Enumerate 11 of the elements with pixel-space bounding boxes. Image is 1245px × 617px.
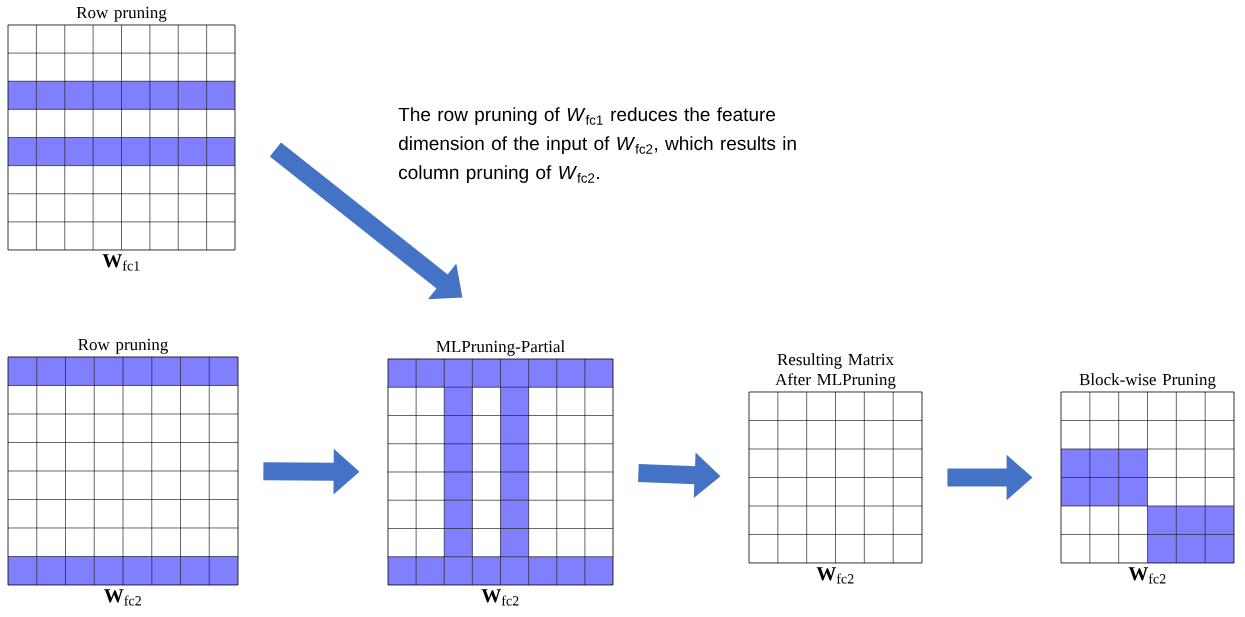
- matrix-title: Block-wise Pruning: [1079, 373, 1216, 389]
- matrix-title: MLPruning-Partial: [436, 340, 565, 356]
- matrix-title: Resulting Matrix After MLPruning: [775, 353, 896, 389]
- matrix-label: W$_{fc2}$: [481, 589, 519, 606]
- matrix-label: W$_{fc2}$: [104, 589, 141, 606]
- matrix-title: Row pruning: [78, 338, 168, 354]
- matrix-label: W$_{fc2}$: [1128, 567, 1166, 584]
- matrix-label: W$_{fc1}$: [102, 254, 140, 271]
- note-text: The row pruning of W$_{fc1}$ reduces the feature dimension of the input of W$_{fc2}$, which results in column pruning of W$_{fc2}$.: [398, 107, 796, 183]
- matrix-label: W$_{fc2}$: [816, 567, 854, 584]
- matrix-title: Row pruning: [76, 6, 167, 22]
